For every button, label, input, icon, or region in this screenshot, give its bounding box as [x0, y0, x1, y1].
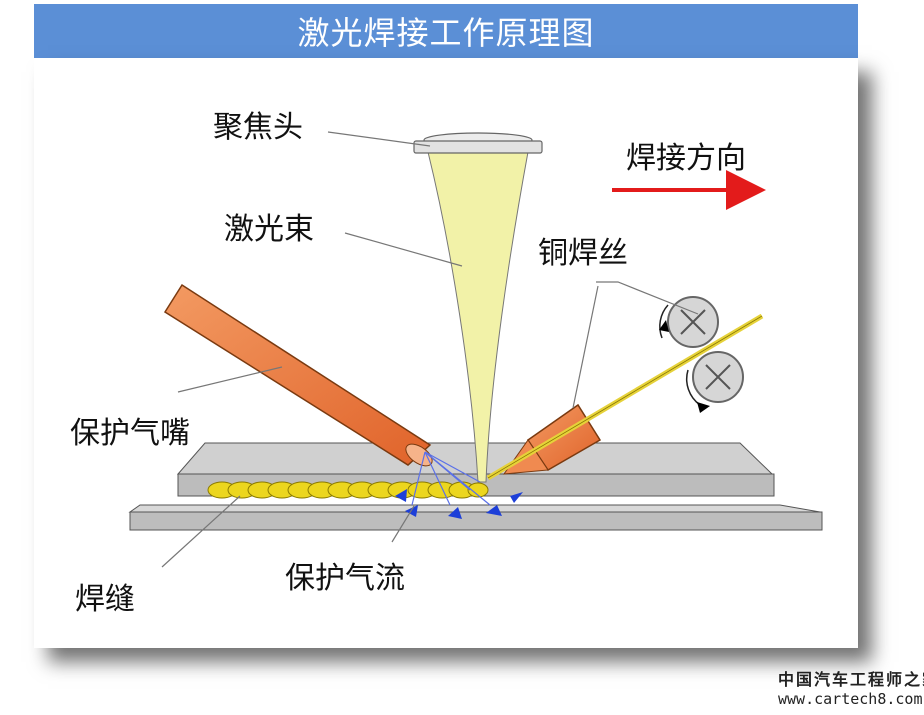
watermark-url: www.cartech8.com — [778, 690, 923, 708]
focus-head-label: 聚焦头 — [213, 110, 303, 145]
laser-beam — [427, 151, 529, 483]
gas-flow-label: 保护气流 — [285, 561, 405, 596]
weld-seam-beads — [207, 481, 489, 499]
weld-direction-label: 焊接方向 — [626, 141, 746, 176]
title-bar: 激光焊接工作原理图 — [34, 4, 858, 58]
watermark-name: 中国汽车工程师之家 — [778, 670, 924, 689]
copper-wire-edge — [487, 315, 763, 479]
diagram-title: 激光焊接工作原理图 — [297, 14, 595, 52]
top-plate-top-face — [176, 442, 774, 475]
laser-beam-label: 激光束 — [224, 212, 314, 247]
gas-nozzle-label: 保护气嘴 — [70, 416, 190, 451]
gas-nozzle — [163, 283, 433, 467]
weld-seam-label: 焊缝 — [75, 582, 135, 617]
bottom-plate — [129, 511, 823, 531]
focus-lens — [413, 132, 543, 154]
copper-wire-label: 铜焊丝 — [538, 236, 628, 271]
gas-flow-lines — [411, 451, 491, 506]
bottom-plate-top-face — [128, 504, 821, 513]
feed-roller-top — [659, 296, 719, 348]
feed-roller-bottom — [685, 351, 744, 413]
leader-lines — [161, 131, 699, 568]
